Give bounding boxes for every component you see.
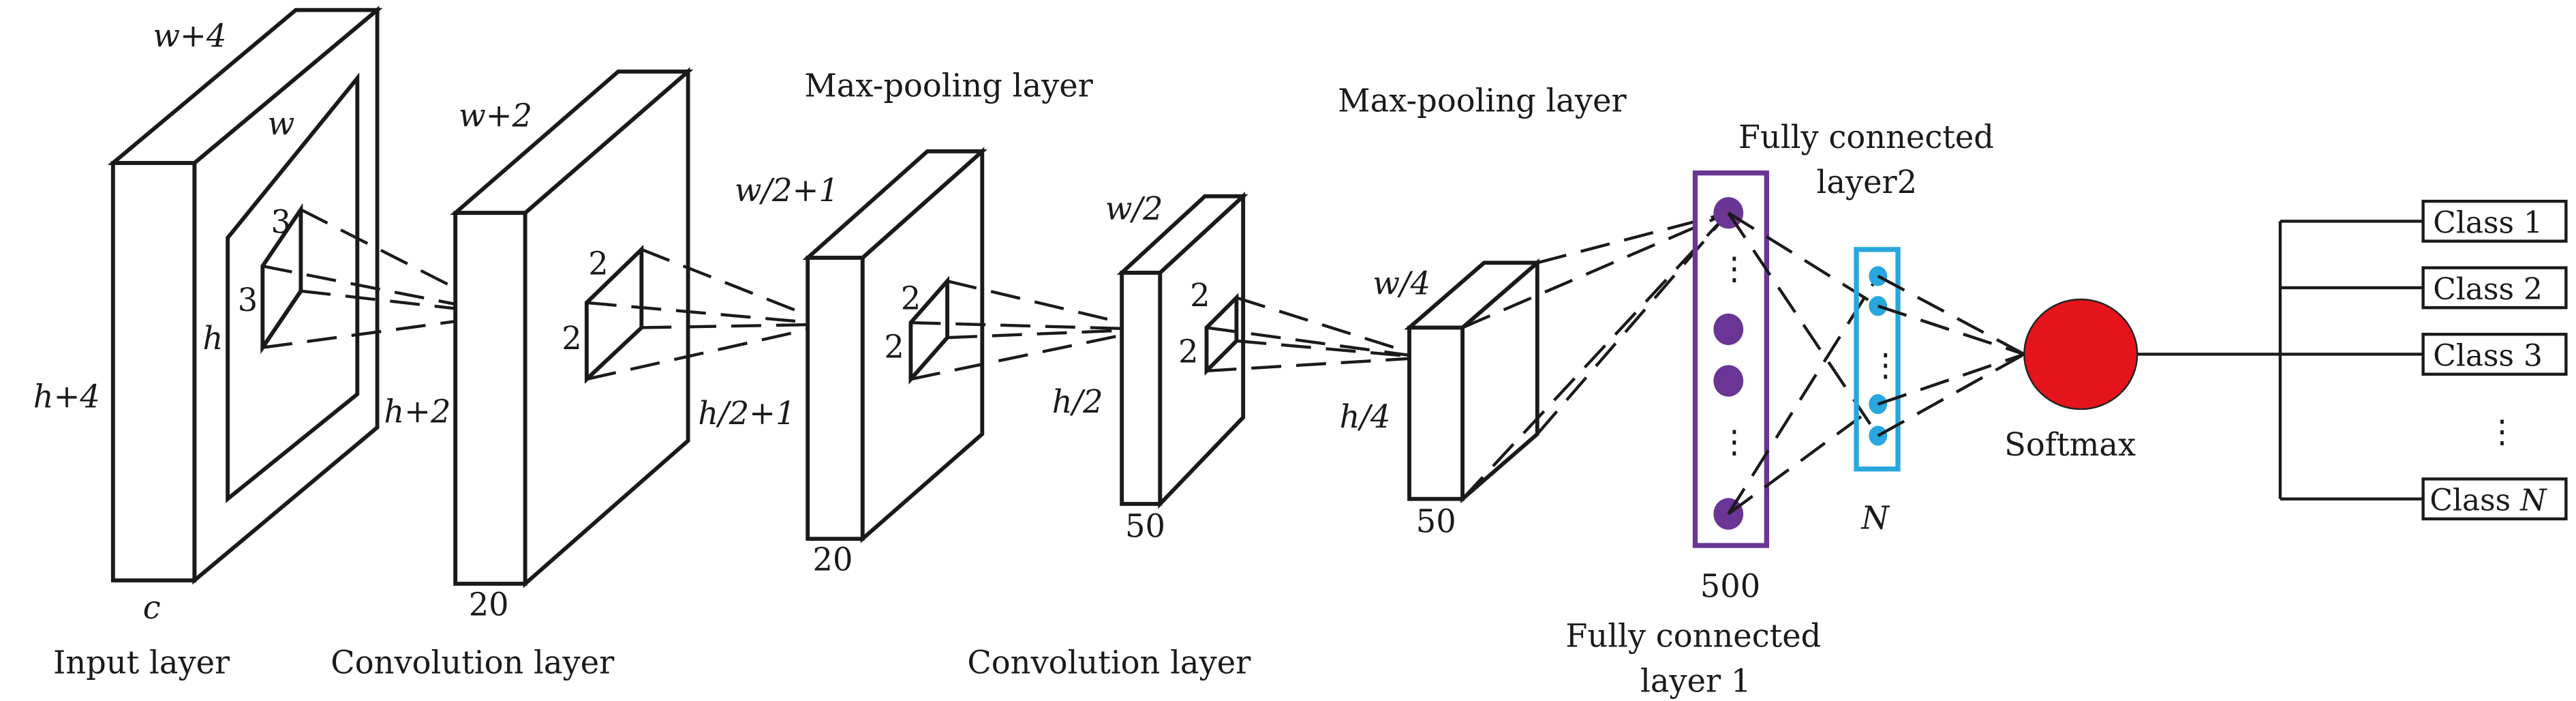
conv1-width-label: w+2 — [459, 97, 532, 134]
fc1-frame — [1692, 170, 1770, 548]
conv2-width-label: w/2 — [1105, 190, 1163, 227]
pool1-layer-name: Max-pooling layer — [804, 67, 1093, 104]
input-layer-block — [107, 5, 383, 585]
fc2-name-line2: layer2 — [1817, 164, 1918, 200]
conv1-block — [450, 67, 694, 588]
pool1-height-label: h/2+1 — [698, 395, 795, 432]
class-label: Class 3 — [2433, 339, 2543, 374]
conv1-kernel-w-label: 2 — [588, 245, 608, 282]
conv2-height-label: h/2 — [1052, 383, 1103, 420]
pool1-width-label: w/2+1 — [735, 172, 839, 209]
conv1-depth-label: 20 — [469, 586, 509, 623]
class-box: Class N — [2421, 477, 2568, 521]
fc1-name-line2: layer 1 — [1640, 663, 1751, 700]
conv2-depth-label: 50 — [1125, 508, 1165, 545]
fc1-node — [1713, 498, 1744, 530]
conv1-layer-name: Convolution layer — [331, 644, 615, 681]
conv1-height-label: h+2 — [384, 393, 450, 430]
conv2-layer-name: Convolution layer — [967, 644, 1251, 681]
fc1-ellipsis-top: ⋮ — [1719, 250, 1750, 287]
pool2-front-face — [1407, 325, 1465, 501]
class-label: Class 1 — [2433, 205, 2543, 240]
fc1-node — [1713, 197, 1744, 229]
input-kernel-h-label: 3 — [238, 282, 258, 318]
fc1-node — [1713, 313, 1744, 346]
input-inner-frame — [226, 72, 360, 503]
input-inner-width-label: w — [268, 106, 295, 143]
fc1-block: ⋮ ⋮ — [1692, 170, 1770, 548]
conv1-front-face — [453, 211, 527, 586]
input-depth-label: c — [143, 589, 161, 626]
conv1-kernel-h-label: 2 — [562, 320, 581, 357]
fc2-frame — [1854, 247, 1901, 472]
conv2-kernel-h-label: 2 — [1178, 333, 1198, 370]
fc2-size-label: N — [1860, 500, 1890, 537]
fc1-to-fc2-connections — [1727, 211, 1880, 516]
input-layer-name: Input layer — [53, 644, 230, 681]
input-kernel-edge — [260, 290, 303, 349]
pool2-layer-name: Max-pooling layer — [1338, 82, 1627, 119]
pool1-kernel-w-label: 2 — [901, 280, 921, 317]
class-box: Class 3 — [2421, 333, 2568, 376]
conv2-kernel-w-label: 2 — [1190, 277, 1210, 314]
class-label: Class N — [2429, 483, 2547, 518]
input-kernel-w-label: 3 — [271, 203, 291, 240]
fc2-to-softmax-connections — [1877, 274, 2025, 437]
fc1-node — [1713, 365, 1744, 397]
conv1-to-pool1-connections — [586, 248, 832, 381]
pool2-depth-label: 50 — [1416, 503, 1456, 539]
pool2-height-label: h/4 — [1340, 398, 1391, 435]
fc1-ellipsis-bottom: ⋮ — [1719, 423, 1750, 460]
softmax-node — [2023, 298, 2138, 411]
pool1-block — [802, 147, 987, 543]
softmax-to-classes-connector — [2137, 220, 2423, 501]
pool1-to-conv2-connections — [910, 280, 1151, 381]
class-label: Class 2 — [2433, 272, 2543, 307]
conv2-front-face — [1120, 271, 1163, 506]
input-height-label: h+4 — [33, 378, 100, 415]
pool2-width-label: w/4 — [1373, 265, 1430, 302]
conv2-to-pool2-connections — [1206, 296, 1427, 373]
classes-ellipsis: ⋮ — [2486, 413, 2517, 450]
class-box: Class 2 — [2421, 266, 2568, 310]
fc2-ellipsis: ⋮ — [1870, 346, 1901, 383]
input-width-label: w+4 — [153, 17, 226, 54]
conv2-block — [1116, 192, 1248, 509]
pool1-front-face — [806, 256, 865, 541]
pool1-depth-label: 20 — [813, 541, 853, 578]
pool2-block — [1404, 258, 1543, 504]
input-inner-height-label: h — [203, 320, 224, 357]
input-front-face — [110, 161, 197, 583]
pool1-kernel-h-label: 2 — [884, 328, 904, 365]
fc1-size-label: 500 — [1700, 568, 1760, 605]
softmax-label: Softmax — [2004, 426, 2136, 463]
fc2-name-line1: Fully connected — [1738, 119, 1994, 155]
fc1-name-line1: Fully connected — [1565, 618, 1821, 655]
class-box: Class 1 — [2421, 199, 2568, 243]
